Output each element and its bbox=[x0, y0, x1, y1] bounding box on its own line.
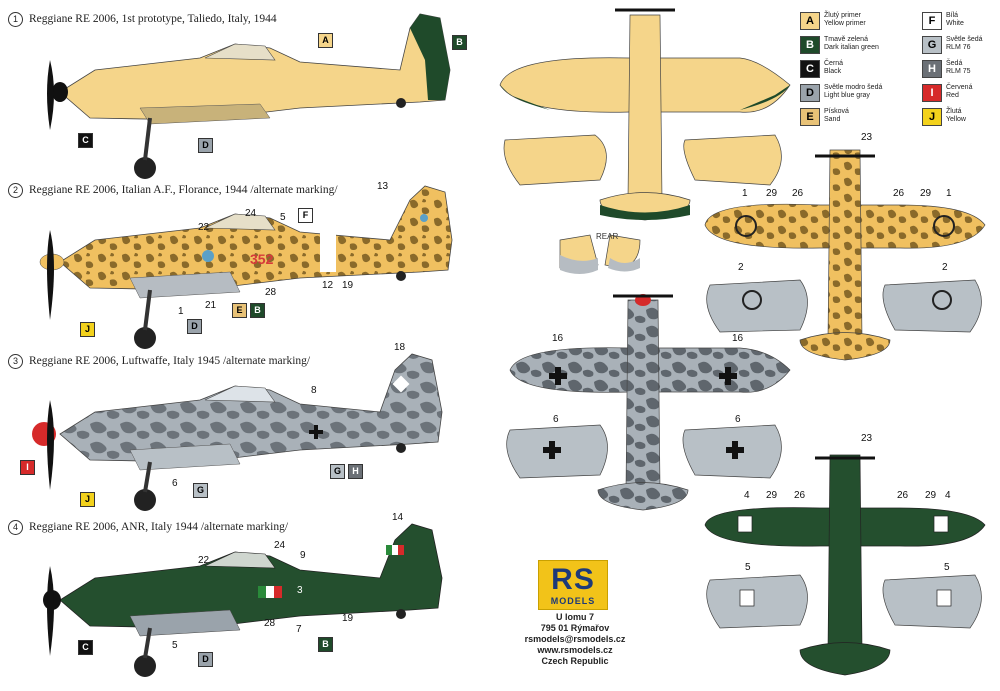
plan-num-16: 16 bbox=[552, 333, 564, 344]
p2-callout-b: B bbox=[250, 303, 265, 318]
p2-num-22: 22 bbox=[198, 222, 210, 233]
sand-wing-under-left bbox=[706, 279, 808, 333]
side-profiles: 352 bbox=[32, 13, 453, 677]
p2-num-28: 28 bbox=[265, 287, 277, 298]
swatch-h: H bbox=[922, 60, 942, 78]
p4-callout-c: C bbox=[78, 640, 93, 655]
plan-views bbox=[499, 8, 986, 676]
plan-num-4: 4 bbox=[945, 490, 951, 501]
plan-num-23: 23 bbox=[861, 132, 873, 143]
p2-num-12: 12 bbox=[322, 280, 334, 291]
swatch-d: D bbox=[800, 84, 820, 102]
prototype-wing-left bbox=[503, 134, 607, 186]
swatch-g: G bbox=[922, 36, 942, 54]
callout-d: D bbox=[198, 138, 213, 153]
green-wing-under-right bbox=[882, 574, 982, 629]
plan-num-26: 26 bbox=[794, 490, 806, 501]
p4-callout-d: D bbox=[198, 652, 213, 667]
swatch-c: C bbox=[800, 60, 820, 78]
plan-num-26: 26 bbox=[893, 188, 905, 199]
p3-num-18: 18 bbox=[394, 342, 406, 353]
grey-camo-top-view bbox=[509, 294, 791, 511]
plan-num-29: 29 bbox=[766, 188, 778, 199]
p2-num-21: 21 bbox=[205, 300, 217, 311]
profile-3-aircraft bbox=[32, 353, 443, 511]
p2-callout-j: J bbox=[80, 322, 95, 337]
rs-models-logo: RS MODELS bbox=[538, 560, 608, 610]
plan-num-4: 4 bbox=[744, 490, 750, 501]
p3-callout-g1: G bbox=[193, 483, 208, 498]
sand-camo-top-view bbox=[704, 149, 986, 361]
p3-callout-i: I bbox=[20, 460, 35, 475]
company-address: U lomu 7 795 01 Rýmařov rsmodels@rsmodel… bbox=[524, 612, 626, 666]
plan-num-29: 29 bbox=[920, 188, 932, 199]
p3-num-8: 8 bbox=[311, 385, 317, 396]
logo-models: MODELS bbox=[550, 596, 596, 606]
p4-num-24: 24 bbox=[274, 540, 286, 551]
plan-num-23: 23 bbox=[861, 433, 873, 444]
callout-b: B bbox=[452, 35, 467, 50]
rear-label: REAR bbox=[596, 232, 619, 241]
p4-num-7: 7 bbox=[296, 624, 302, 635]
swatch-e: E bbox=[800, 108, 820, 126]
green-top-view bbox=[704, 454, 986, 676]
p3-callout-j: J bbox=[80, 492, 95, 507]
p2-num-19: 19 bbox=[342, 280, 354, 291]
p2-callout-f: F bbox=[298, 208, 313, 223]
profile-4-aircraft bbox=[43, 523, 443, 677]
prototype-top-view bbox=[499, 8, 791, 221]
plan-num-5: 5 bbox=[745, 562, 751, 573]
p2-callout-d: D bbox=[187, 319, 202, 334]
plan-num-29: 29 bbox=[925, 490, 937, 501]
plan-num-6: 6 bbox=[735, 414, 741, 425]
plan-num-6: 6 bbox=[553, 414, 559, 425]
p2-num-24: 24 bbox=[245, 208, 257, 219]
plan-num-2: 2 bbox=[738, 262, 744, 273]
profile-1-aircraft bbox=[47, 13, 451, 179]
plan-num-2: 2 bbox=[942, 262, 948, 273]
p4-num-14: 14 bbox=[392, 512, 404, 523]
p2-callout-e: E bbox=[232, 303, 247, 318]
plan-num-1: 1 bbox=[946, 188, 952, 199]
plan-num-26: 26 bbox=[792, 188, 804, 199]
plan-num-16: 16 bbox=[732, 333, 744, 344]
p4-callout-b: B bbox=[318, 637, 333, 652]
swatch-j: J bbox=[922, 108, 942, 126]
prototype-wing-right bbox=[683, 134, 782, 186]
swatch-f: F bbox=[922, 12, 942, 30]
green-wing-under-left bbox=[706, 574, 808, 629]
plan-num-29: 29 bbox=[766, 490, 778, 501]
swatch-i: I bbox=[922, 84, 942, 102]
p2-num-5: 5 bbox=[280, 212, 286, 223]
plan-num-1: 1 bbox=[742, 188, 748, 199]
plan-num-5: 5 bbox=[944, 562, 950, 573]
logo-letters: RS bbox=[551, 563, 595, 596]
profile-2-aircraft: 352 bbox=[39, 185, 453, 349]
p2-num-1: 1 bbox=[178, 306, 184, 317]
callout-a: A bbox=[318, 33, 333, 48]
p4-num-5: 5 bbox=[172, 640, 178, 651]
p3-callout-h: H bbox=[348, 464, 363, 479]
sand-wing-under-right bbox=[882, 279, 982, 333]
profile-2-code: 352 bbox=[250, 251, 274, 267]
p3-num-6: 6 bbox=[172, 478, 178, 489]
p4-num-22: 22 bbox=[198, 555, 210, 566]
p2-num-13: 13 bbox=[377, 181, 389, 192]
plan-num-26: 26 bbox=[897, 490, 909, 501]
p3-callout-g2: G bbox=[330, 464, 345, 479]
swatch-b: B bbox=[800, 36, 820, 54]
swatch-a: A bbox=[800, 12, 820, 30]
p4-num-19: 19 bbox=[342, 613, 354, 624]
p4-num-3: 3 bbox=[297, 585, 303, 596]
p4-num-28: 28 bbox=[264, 618, 276, 629]
callout-c: C bbox=[78, 133, 93, 148]
p4-num-9: 9 bbox=[300, 550, 306, 561]
